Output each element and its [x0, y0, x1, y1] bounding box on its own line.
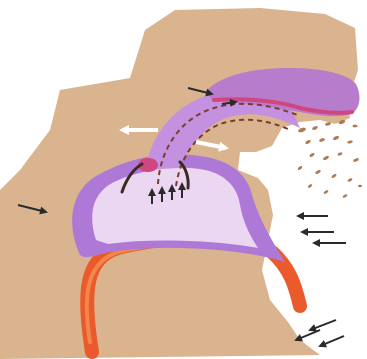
droplet-spray	[297, 119, 362, 198]
arrow-bottom-1	[296, 330, 320, 340]
arrow-bottom-3	[320, 336, 344, 346]
arrow-bottom-2	[310, 320, 336, 330]
